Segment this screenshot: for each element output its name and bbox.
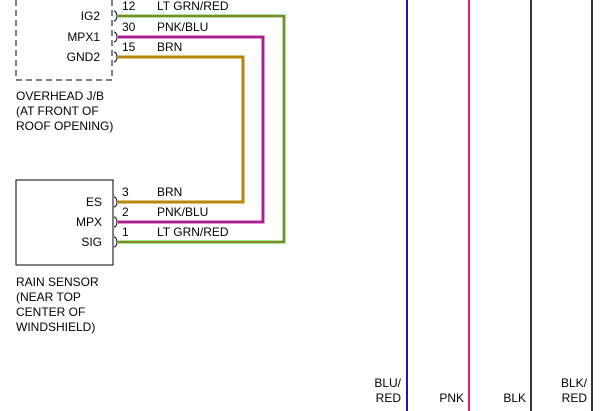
pin-num-3: 3 — [122, 185, 129, 199]
pin-num-1: 1 — [122, 225, 129, 239]
connector-es — [113, 196, 118, 208]
wire-label-pnk-blu-bottom: PNK/BLU — [157, 205, 208, 219]
wire-pnk-blu — [118, 35, 265, 224]
connector-ig2 — [113, 10, 118, 22]
vwire-label-blk: BLK — [503, 391, 526, 405]
rain-sensor-title-3: CENTER OF — [16, 305, 85, 319]
pin-num-2: 2 — [122, 205, 129, 219]
wire-lt-grn-red-tracer — [118, 15, 285, 243]
wire-pnk-blu-tracer — [118, 36, 264, 223]
vwire-label-blk-red-2: RED — [562, 391, 588, 405]
rain-sensor-title-2: (NEAR TOP — [16, 290, 81, 304]
wire-label-lt-grn-red-bottom: LT GRN/RED — [157, 225, 229, 239]
pin-num-12: 12 — [122, 0, 136, 13]
pin-name-ig2: IG2 — [81, 9, 101, 23]
overhead-jb-title-1: OVERHEAD J/B — [16, 89, 104, 103]
pin-num-30: 30 — [122, 20, 136, 34]
wire-label-brn-bottom: BRN — [157, 185, 182, 199]
vwire-label-blu-red-1: BLU/ — [374, 376, 401, 390]
pin-name-sig: SIG — [81, 235, 102, 249]
connector-mpx1 — [113, 31, 118, 43]
overhead-jb-title-3: ROOF OPENING) — [16, 119, 113, 133]
rain-sensor-title-1: RAIN SENSOR — [16, 275, 99, 289]
connector-gnd2 — [113, 51, 118, 63]
connector-mpx — [113, 216, 118, 228]
vwire-label-pnk: PNK — [439, 391, 464, 405]
wire-label-lt-grn-red-top: LT GRN/RED — [157, 0, 229, 13]
pin-name-es: ES — [86, 195, 102, 209]
overhead-jb-box — [15, 0, 112, 81]
wire-label-brn-top: BRN — [157, 40, 182, 54]
pin-name-mpx1: MPX1 — [67, 30, 100, 44]
pin-num-15: 15 — [122, 40, 136, 54]
rain-sensor-box — [15, 179, 114, 266]
rain-sensor-title-4: WINDSHIELD) — [16, 320, 95, 334]
overhead-jb-title-2: (AT FRONT OF — [16, 104, 99, 118]
wire-brn — [118, 55, 245, 204]
vwire-label-blk-red-1: BLK/ — [561, 376, 588, 390]
pin-name-gnd2: GND2 — [67, 50, 101, 64]
vwire-label-blu-red-2: RED — [376, 391, 402, 405]
wire-label-pnk-blu-top: PNK/BLU — [157, 20, 208, 34]
connector-sig — [113, 236, 118, 248]
pin-name-mpx: MPX — [76, 215, 102, 229]
